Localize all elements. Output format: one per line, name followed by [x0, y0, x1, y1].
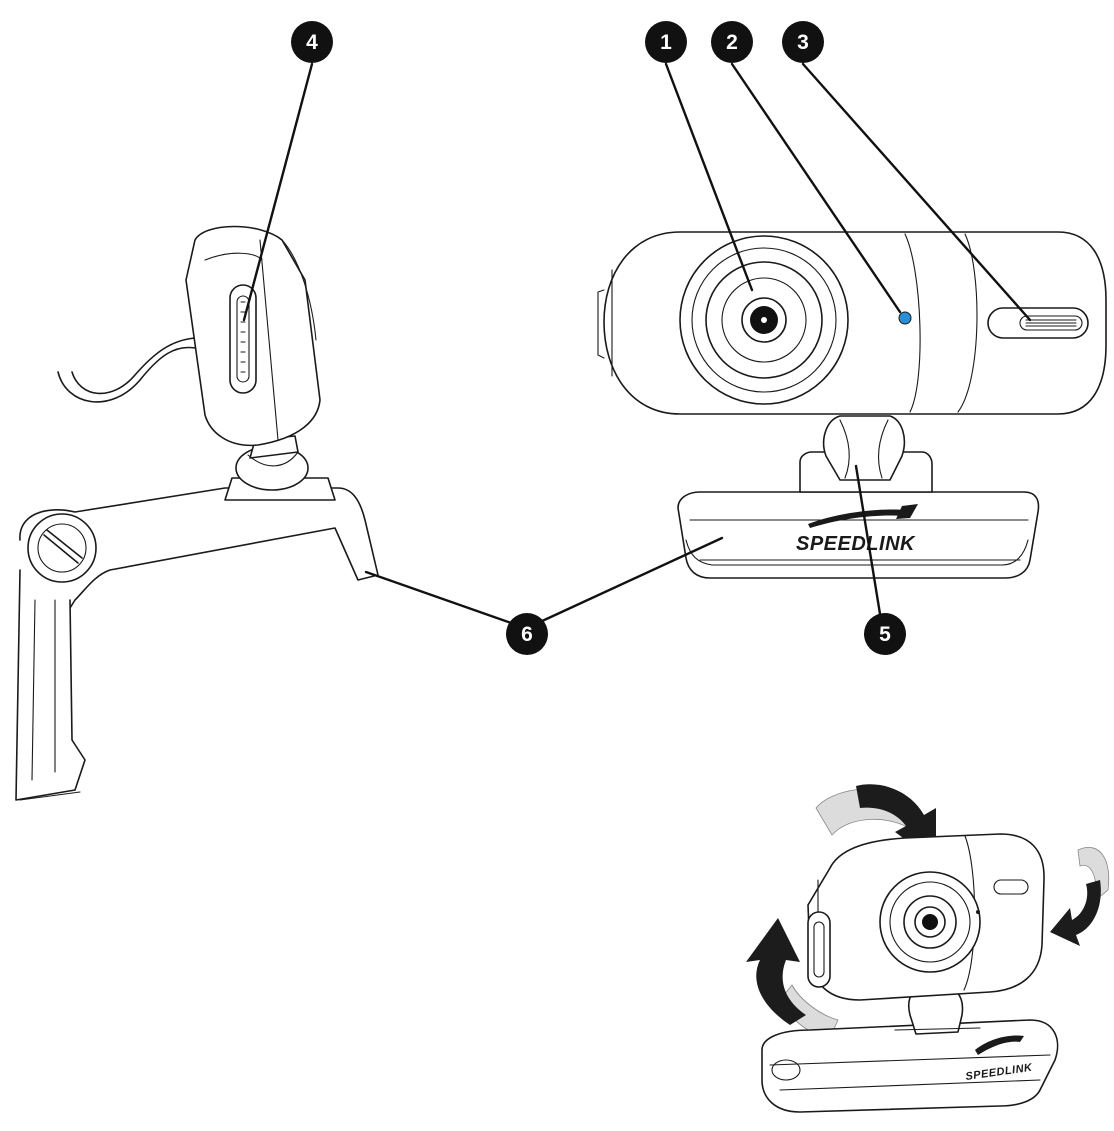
- front-privacy-slider: [987, 307, 1089, 339]
- rotate-arrow-icon: [746, 918, 806, 1025]
- speedlink-brand-text: SPEEDLINK: [796, 533, 916, 555]
- leader-line-4: [242, 62, 314, 322]
- usb-cable: [57, 346, 196, 403]
- callout-6: 6: [506, 613, 548, 655]
- callout-2: 2: [711, 21, 753, 63]
- front-camera-body: [597, 231, 1107, 415]
- callout-3: 3: [782, 21, 824, 63]
- front-base: SPEEDLINK: [677, 491, 1040, 579]
- leader-line-1: [664, 62, 754, 292]
- callout-1: 1: [645, 21, 687, 63]
- side-ball-joint: [224, 435, 336, 501]
- leader-line-5: [854, 464, 882, 616]
- leader-lines: [242, 62, 1032, 626]
- pan-arrow-icon: [1050, 880, 1101, 946]
- callout-number-6: 6: [521, 623, 533, 646]
- callout-4: 4: [291, 21, 333, 63]
- front-swivel-stem: [799, 415, 933, 493]
- callout-number-1: 1: [660, 31, 672, 54]
- callout-number-5: 5: [879, 623, 891, 646]
- side-view-webcam: [15, 225, 379, 801]
- side-camera-body: [185, 225, 321, 447]
- side-privacy-slider: [229, 284, 257, 394]
- monitor-clip: [15, 487, 379, 801]
- callout-number-4: 4: [306, 31, 318, 54]
- leader-line-6a: [364, 570, 516, 626]
- status-led: [898, 311, 912, 325]
- front-view-webcam: SPEEDLINK: [597, 231, 1107, 579]
- camera-lens: [679, 235, 849, 405]
- speedlink-swoosh-logo: [808, 509, 906, 528]
- leader-line-3: [801, 62, 1032, 322]
- leader-line-6b: [538, 536, 724, 624]
- rotation-illustration: SPEEDLINK: [746, 784, 1110, 1113]
- leader-line-2: [730, 62, 902, 314]
- callout-number-3: 3: [797, 31, 809, 54]
- callout-number-2: 2: [726, 31, 738, 54]
- mini-speedlink-swoosh: [975, 1035, 1024, 1055]
- callout-5: 5: [864, 613, 906, 655]
